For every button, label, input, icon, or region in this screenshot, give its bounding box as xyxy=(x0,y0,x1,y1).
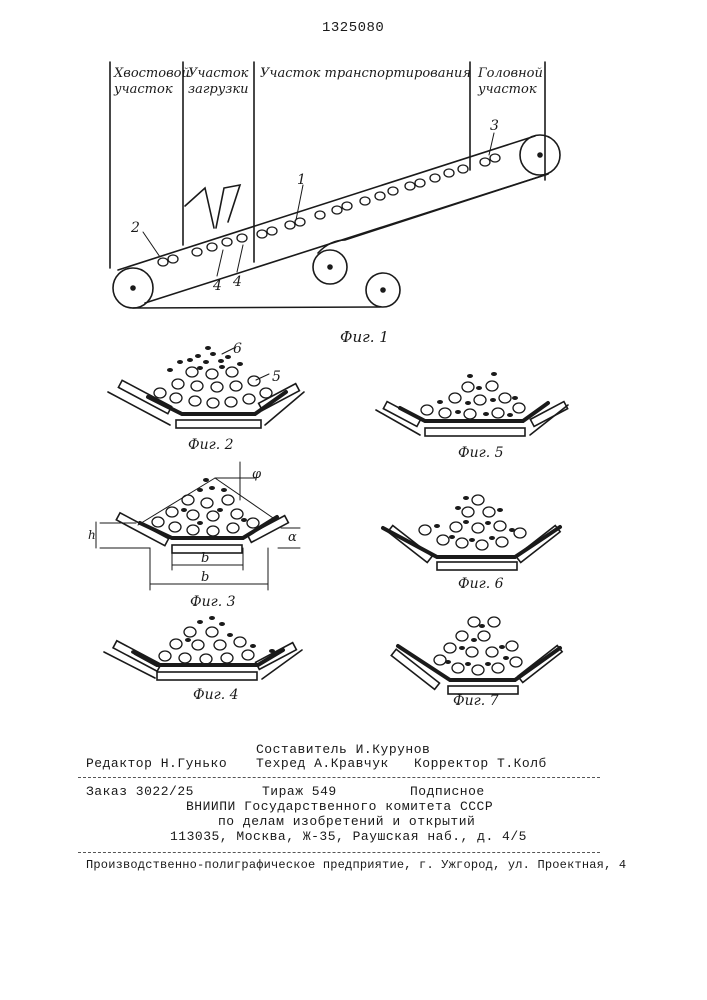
fig6-drawing xyxy=(383,495,560,570)
colophon-techred: Техред А.Кравчук xyxy=(256,756,389,771)
colophon-address: 113035, Москва, Ж-35, Раушская наб., д. … xyxy=(170,829,527,844)
fig1-drawing xyxy=(110,62,560,308)
loading-hopper xyxy=(185,185,240,228)
colophon-printer: Производственно-полиграфическое предприя… xyxy=(86,858,626,872)
colophon-compiler: Составитель И.Курунов xyxy=(256,742,430,757)
fig2-drawing xyxy=(108,346,304,428)
divider-bottom xyxy=(78,852,600,853)
fig7-drawing xyxy=(391,617,562,694)
colophon-order: Заказ 3022/25 xyxy=(86,784,194,799)
colophon-subscription: Подписное xyxy=(410,784,485,799)
lower-belt xyxy=(133,307,380,308)
colophon-editor: Редактор Н.Гунько xyxy=(86,756,227,771)
colophon-affairs: по делам изобретений и открытий xyxy=(218,814,475,829)
return-run xyxy=(318,174,548,253)
fig3-drawing xyxy=(96,462,300,590)
colophon-institute: ВНИИПИ Государственного комитета СССР xyxy=(186,799,493,814)
colophon-corrector: Корректор Т.Колб xyxy=(414,756,547,771)
colophon-circulation: Тираж 549 xyxy=(262,784,337,799)
fig5-drawing xyxy=(376,372,568,436)
divider-top xyxy=(78,777,600,778)
fig4-drawing xyxy=(104,616,302,680)
